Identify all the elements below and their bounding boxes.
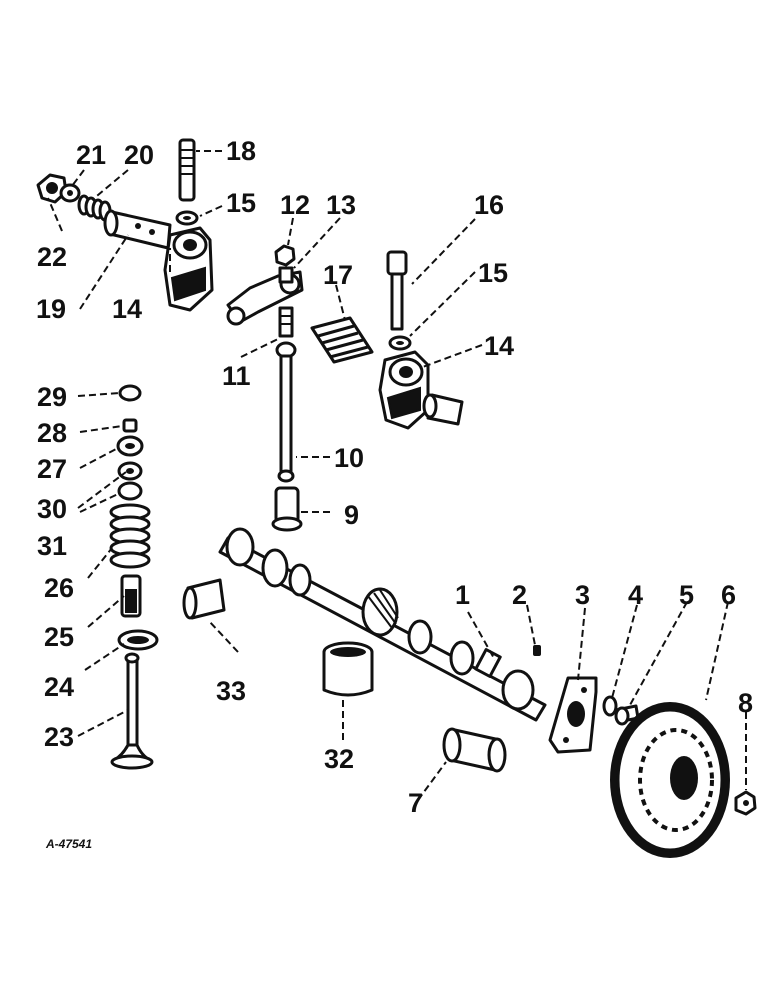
washer-15-left-drawing	[175, 210, 199, 226]
callout-16: 16	[474, 190, 504, 220]
callout-29: 29	[37, 382, 67, 412]
callout-13: 13	[326, 190, 356, 220]
rocker-arm-13-drawing	[226, 266, 304, 326]
spring-17-drawing	[310, 316, 374, 364]
washer-30-drawing	[117, 461, 143, 481]
callout-8: 8	[738, 688, 753, 718]
drawing-code: A-47541	[45, 837, 92, 851]
bolt-5-drawing	[614, 704, 640, 726]
callout-28: 28	[37, 418, 67, 448]
callout-7: 7	[408, 788, 423, 818]
valve-guide-25-drawing	[120, 574, 142, 618]
push-rod-10-drawing	[275, 341, 297, 483]
valve-cap-29-drawing	[118, 384, 142, 402]
callout-21: 21	[76, 140, 106, 170]
lockwasher-4-drawing	[602, 695, 618, 717]
callout-23: 23	[44, 722, 74, 752]
thrust-plate-3-drawing	[548, 676, 598, 754]
bearing-33-drawing	[182, 578, 226, 620]
callout-11: 11	[222, 361, 251, 391]
callout-9: 9	[344, 500, 359, 530]
callout-33: 33	[216, 676, 246, 706]
callout-6: 6	[721, 580, 736, 610]
spring-20-drawing	[77, 194, 112, 222]
adjusting-screw-11-drawing	[278, 306, 294, 338]
valve-spring-26-drawing	[109, 503, 151, 569]
callout-4: 4	[628, 580, 643, 610]
bolt-16-drawing	[386, 250, 408, 331]
callout-15-right: 15	[478, 258, 508, 288]
valve-23-drawing	[110, 652, 154, 770]
callout-32: 32	[324, 744, 354, 774]
callout-18: 18	[226, 136, 256, 166]
callout-22: 22	[37, 242, 67, 272]
callout-25: 25	[44, 622, 74, 652]
callout-31: 31	[37, 531, 67, 561]
bearing-32-drawing	[322, 641, 374, 697]
callout-30: 30	[37, 494, 67, 524]
camshaft-gear-6-drawing	[610, 702, 730, 858]
nut-8-drawing	[734, 790, 757, 816]
washer-21-drawing	[59, 183, 81, 203]
camshaft-1-drawing	[218, 527, 547, 722]
callout-26: 26	[44, 573, 74, 603]
callout-19: 19	[36, 294, 66, 324]
rocker-shaft-19-drawing	[103, 209, 172, 250]
washer-15-right-drawing	[388, 335, 412, 351]
callout-1: 1	[455, 580, 470, 610]
stud-18-drawing	[178, 138, 196, 202]
rocker-bracket-14-left-drawing	[163, 226, 214, 312]
callout-20: 20	[124, 140, 154, 170]
callout-5: 5	[679, 580, 694, 610]
callout-3: 3	[575, 580, 590, 610]
bushing-drawing	[422, 393, 464, 426]
callout-14-right: 14	[484, 331, 514, 361]
callout-24: 24	[44, 672, 74, 702]
valve-lock-28-drawing	[122, 418, 138, 433]
valve-seat-insert-24-drawing	[117, 629, 159, 651]
spring-retainer-27-drawing	[116, 435, 144, 457]
key-2-drawing	[533, 645, 541, 656]
rocker-bracket-14-right-drawing	[378, 350, 430, 430]
callout-15-left: 15	[226, 188, 256, 218]
callout-12: 12	[280, 190, 310, 220]
tappet-9-drawing	[271, 486, 303, 532]
bearing-7-drawing	[442, 727, 507, 773]
callout-2: 2	[512, 580, 527, 610]
callout-10: 10	[334, 443, 364, 473]
callout-17: 17	[323, 260, 353, 290]
seat-31-drawing	[117, 481, 143, 501]
callout-27: 27	[37, 454, 67, 484]
nut-12-drawing	[274, 244, 296, 267]
callout-14-left: 14	[112, 294, 142, 324]
